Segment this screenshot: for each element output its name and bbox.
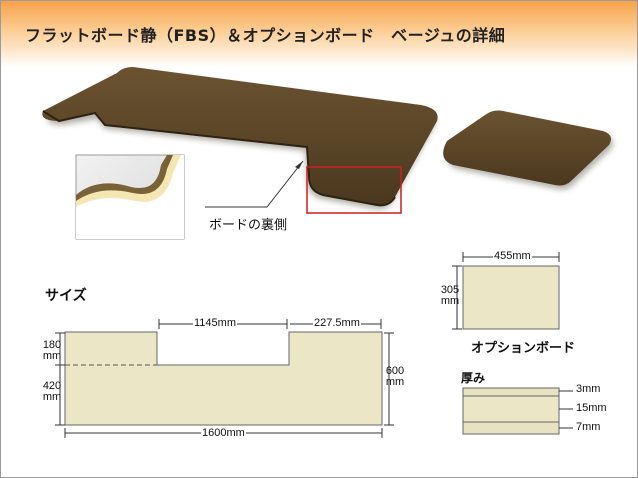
option-board-label: オプションボード (471, 340, 576, 355)
inset-closeup-photo (75, 154, 185, 240)
header-banner (1, 1, 637, 67)
dim-bottom-depth: 420mm (42, 380, 62, 403)
dim-total-depth: 600mm (385, 365, 405, 388)
callout-line (205, 160, 304, 208)
thickness-top: 3mm (576, 383, 601, 395)
page-title: フラットボード静（FBS）＆オプションボード ベージュの詳細 (25, 26, 506, 45)
dim-total-width: 1600mm (201, 427, 246, 439)
main-board-diagram (55, 319, 394, 438)
thickness-middle: 15mm (576, 402, 607, 414)
thickness-bottom: 7mm (576, 421, 601, 433)
dim-option-width: 455mm (493, 250, 532, 262)
option-board-photo (443, 110, 613, 190)
thickness-diagram (462, 387, 573, 435)
highlight-box (306, 166, 402, 214)
main-board-photo (42, 67, 438, 210)
photo-caption: ボードの裏側 (209, 217, 288, 232)
option-board-diagram (452, 252, 560, 330)
dim-notch-width: 1145mm (193, 317, 237, 329)
dim-right-segment: 227.5mm (313, 317, 361, 329)
size-heading: サイズ (45, 287, 87, 303)
dim-option-depth: 305mm (440, 284, 460, 307)
thickness-heading: 厚み (461, 371, 486, 385)
dim-top-depth: 180mm (42, 339, 62, 362)
